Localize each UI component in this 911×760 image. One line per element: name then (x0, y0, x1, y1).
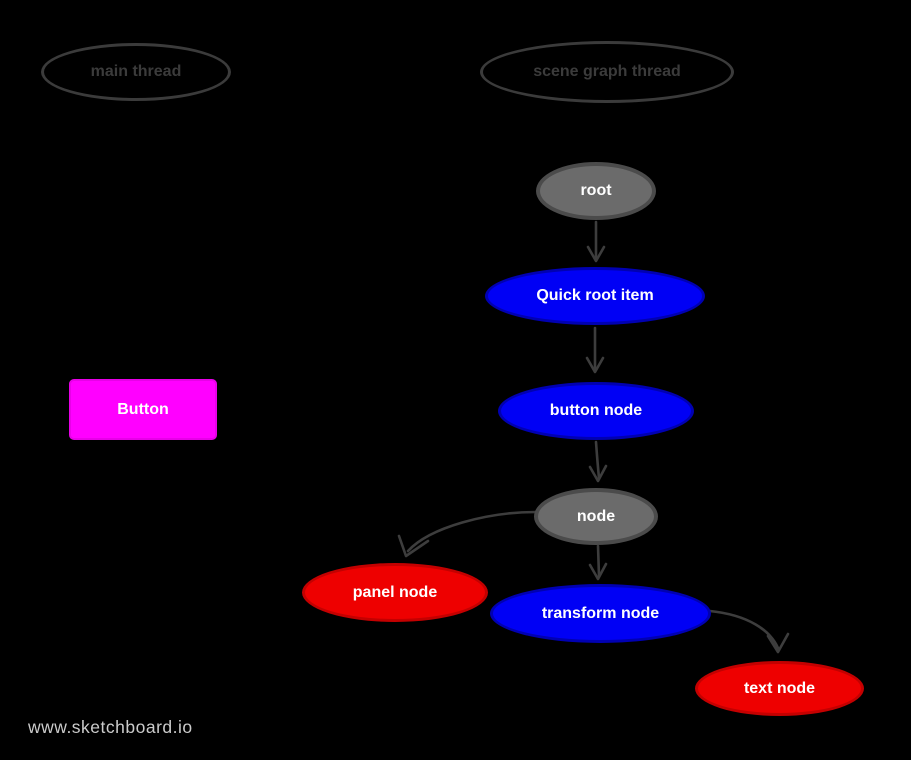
node-root-label: root (580, 182, 612, 199)
node-button-node: button node (498, 382, 694, 440)
node-text-node: text node (695, 661, 864, 716)
node-transform-node-label: transform node (541, 604, 660, 622)
node-node: node (534, 488, 658, 545)
node-transform-node: transform node (490, 584, 711, 643)
node-button-node-label: button node (549, 402, 643, 419)
node-node-label: node (576, 507, 616, 525)
edge-node-to-transform-node (588, 544, 608, 581)
node-button-rect: Button (69, 379, 217, 440)
sketchboard-watermark: www.sketchboard.io (28, 717, 193, 737)
edge-button-node-to-node (588, 440, 608, 483)
node-button-rect-label: Button (117, 400, 169, 418)
node-panel-node-label: panel node (352, 583, 438, 601)
lane-scene-graph-thread-label: scene graph thread (533, 63, 681, 80)
lane-main-thread: main thread (41, 43, 231, 101)
lane-scene-graph-thread: scene graph thread (480, 41, 734, 103)
edge-transform-node-to-text-node (708, 609, 790, 654)
edge-root-to-quick-root-item (586, 220, 606, 263)
node-quick-root-item-label: Quick root item (536, 287, 654, 304)
node-panel-node: panel node (302, 563, 488, 622)
node-text-node-label: text node (743, 679, 816, 697)
node-root: root (536, 162, 656, 220)
lane-main-thread-label: main thread (90, 63, 182, 80)
edge-quick-root-item-to-button-node (585, 326, 605, 374)
node-quick-root-item: Quick root item (485, 267, 705, 325)
edge-node-to-panel-node (397, 510, 538, 558)
